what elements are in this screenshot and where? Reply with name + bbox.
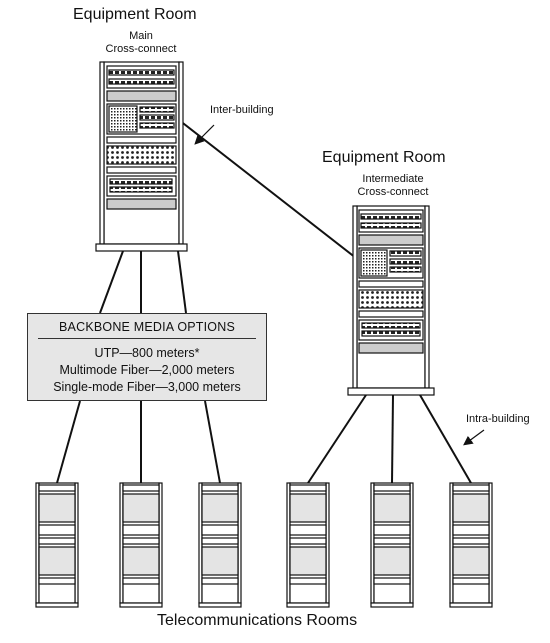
telecom-rack-4 (286, 482, 330, 608)
main-subtitle-line1: Main (129, 30, 153, 42)
cable-main-right (177, 250, 187, 314)
rack-panel (201, 546, 239, 576)
backbone-media-options-box: BACKBONE MEDIA OPTIONS UTP—800 meters* M… (27, 313, 267, 401)
rack-panel (38, 493, 76, 523)
main-subtitle-line2: Cross-connect (105, 43, 177, 55)
telecom-rack-3 (198, 482, 242, 608)
cable-main-left (99, 250, 124, 314)
rack-panel (289, 546, 327, 576)
telecom-rack-group (35, 482, 493, 608)
inter-building-arrow (194, 124, 215, 145)
cable-tr5 (391, 394, 394, 484)
cable-tr3 (204, 400, 221, 484)
rack-panel (452, 493, 490, 523)
media-option-singlemode: Single-mode Fiber—3,000 meters (53, 380, 241, 394)
telecom-rack-6 (449, 482, 493, 608)
telecom-rack-1 (35, 482, 79, 608)
main-cross-connect-rack (95, 61, 188, 252)
media-option-multimode: Multimode Fiber—2,000 meters (59, 363, 235, 377)
intermediate-subtitle-line2: Cross-connect (357, 186, 429, 198)
intermediate-room-title: Equipment Room (322, 149, 446, 166)
telecom-rack-2 (119, 482, 163, 608)
intra-building-arrow (463, 429, 485, 446)
rack-panel (452, 546, 490, 576)
backbone-cables (56, 112, 472, 484)
rack-panel (373, 546, 411, 576)
intermediate-cross-connect-rack (347, 205, 435, 396)
rack-panel (201, 493, 239, 523)
media-options-heading: BACKBONE MEDIA OPTIONS (59, 320, 235, 334)
rack-panel (122, 546, 160, 576)
cable-tr4 (307, 394, 367, 484)
media-options-divider (38, 338, 256, 339)
cable-tr6 (419, 394, 472, 484)
inter-building-label: Inter-building (210, 104, 274, 116)
main-room-title: Equipment Room (73, 6, 197, 23)
intra-building-label: Intra-building (466, 413, 530, 425)
telecom-rooms-caption: Telecommunications Rooms (157, 612, 358, 629)
cable-tr1 (56, 400, 81, 484)
telecom-rack-5 (370, 482, 414, 608)
rack-panel (289, 493, 327, 523)
intermediate-subtitle-line1: Intermediate (362, 173, 424, 185)
intermediate-cross-connect-label: Intermediate Cross-connect (345, 173, 441, 199)
rack-panel (373, 493, 411, 523)
rack-panel (122, 493, 160, 523)
inter-building-cable (169, 112, 357, 259)
main-cross-connect-label: Main Cross-connect (96, 30, 186, 56)
rack-panel (38, 546, 76, 576)
media-option-utp: UTP—800 meters* (94, 346, 200, 360)
